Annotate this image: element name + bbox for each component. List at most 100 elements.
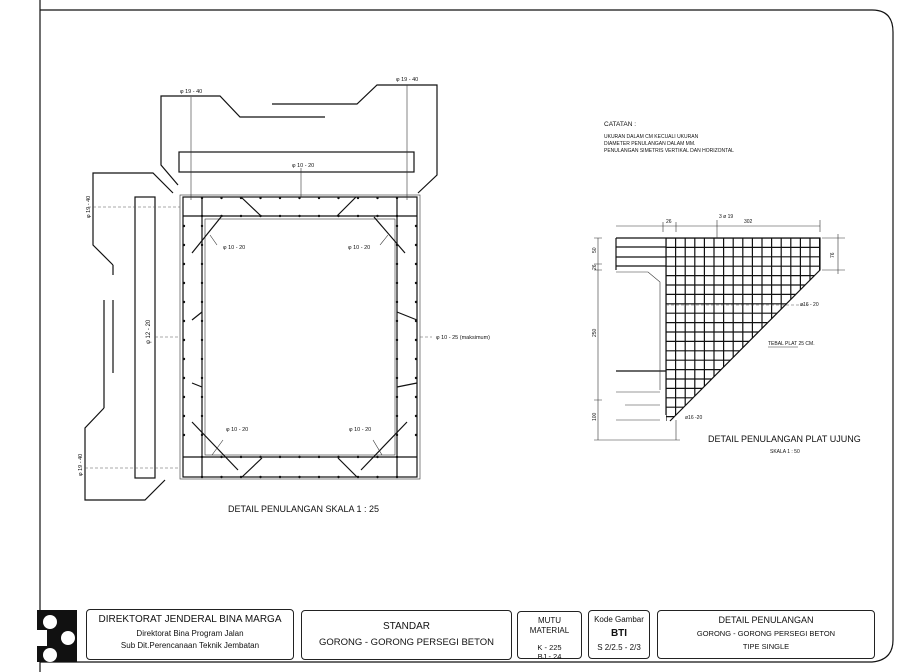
rebar-dot (337, 475, 340, 479)
rebar-dot (182, 338, 186, 342)
dim-left-b: 26 (592, 264, 598, 270)
title-block-standard: STANDAR GORONG - GORONG PERSEGI BETON (301, 610, 512, 660)
rebar-dot (317, 214, 321, 218)
org-line-1: Direktorat Bina Program Jalan (136, 628, 244, 638)
rebar-dot (317, 455, 321, 459)
rebar-dot (182, 300, 186, 304)
rebar-dot (395, 395, 399, 399)
rebar-dot (298, 455, 301, 459)
label-haunch-top-left: φ 10 - 20 (223, 245, 245, 251)
title-block-drawing: DETAIL PENULANGAN GORONG - GORONG PERSEG… (657, 610, 875, 659)
rebar-dot (395, 243, 399, 247)
rebar-dot (278, 196, 282, 200)
drawing-line-1: GORONG - GORONG PERSEGI BETON (696, 629, 836, 639)
notes-line-1: UKURAN DALAM CM KECUALI UKURAN (604, 134, 699, 140)
rebar-dot (414, 338, 418, 342)
label-top-left-bar: φ 19 - 40 (180, 89, 202, 95)
rebar-dot (414, 300, 418, 304)
main-detail-title: DETAIL PENULANGAN SKALA 1 : 25 (228, 504, 379, 514)
dim-top-b: 3 ø 19 (719, 214, 733, 220)
rebar-dot (414, 395, 418, 399)
rebar-dot (259, 455, 262, 459)
title-block-org: DIREKTORAT JENDERAL BINA MARGA Direktora… (86, 609, 294, 660)
rebar-dot (239, 455, 243, 459)
standard-title: STANDAR (382, 621, 431, 632)
rebar-dot (395, 376, 399, 380)
rebar-dot (395, 262, 399, 266)
rebar-dot (200, 357, 204, 361)
rebar-dot (200, 214, 204, 218)
rebar-dot (259, 214, 262, 218)
label-thickness: TEBAL PLAT 25 CM. (768, 341, 815, 347)
rebar-dot (200, 300, 204, 304)
rebar-dot (182, 357, 186, 361)
bina-marga-logo (37, 610, 77, 662)
rebar-dot (414, 243, 418, 247)
rebar-dot (414, 376, 418, 380)
dim-top-c: 302 (744, 219, 753, 225)
rebar-dot (220, 214, 223, 218)
rebar-dot (395, 196, 399, 200)
rebar-dot (182, 224, 186, 228)
plate-detail-scale: SKALA 1 : 50 (770, 449, 800, 455)
rebar-dot (220, 196, 223, 200)
rebar-dot (414, 414, 418, 418)
rebar-dot (200, 455, 204, 459)
label-haunch-bottom-right: φ 10 - 20 (349, 427, 371, 433)
label-wall-distribution: φ 10 - 25 (maksimum) (436, 335, 490, 341)
material-line-2: BJ - 24 (537, 652, 562, 662)
rebar-dot (376, 214, 379, 218)
rebar-dot (356, 196, 360, 200)
rebar-dot (337, 214, 340, 218)
rebar-dot (395, 357, 399, 361)
material-line-1: K - 225 (537, 643, 562, 652)
rebar-dot (278, 475, 282, 479)
rebar-dot (220, 475, 223, 479)
rebar-dot (395, 433, 399, 437)
top-bars (160, 84, 438, 200)
rebar-dot (239, 196, 243, 200)
rebar-dot (376, 196, 379, 200)
rebar-dot (395, 455, 399, 459)
code-number: S 2/2.5 - 2/3 (597, 642, 641, 652)
rebar-dot (414, 433, 418, 437)
plate-detail-title: DETAIL PENULANGAN PLAT UJUNG (708, 434, 861, 444)
rebar-dot (317, 475, 321, 479)
left-bars (84, 172, 432, 501)
drawing-title: DETAIL PENULANGAN (718, 615, 814, 625)
rebar-dot (182, 243, 186, 247)
rebar-dot (200, 395, 204, 399)
rebar-dot (200, 224, 204, 228)
dim-left-a: 50 (592, 247, 598, 253)
rebar-dot (337, 455, 340, 459)
rebar-dot (182, 281, 186, 285)
label-left-top-bar: φ 19 - 40 (86, 196, 92, 218)
rebar-dot (200, 376, 204, 380)
rebar-dot (395, 214, 399, 218)
rebar-dot (182, 319, 186, 323)
rebar-dot (317, 196, 321, 200)
label-bar-a: ø16 - 20 (800, 302, 819, 308)
dim-left-c: 250 (592, 328, 598, 337)
rebar-dot (356, 214, 360, 218)
label-haunch-bottom-left: φ 10 - 20 (226, 427, 248, 433)
rebar-dot (182, 414, 186, 418)
label-left-wall: φ 12 - 20 (146, 319, 152, 344)
rebar-dot (239, 214, 243, 218)
rebar-dot (182, 262, 186, 266)
rebar-dot (395, 281, 399, 285)
rebar-dot (376, 475, 379, 479)
code-title: Kode Gambar (594, 615, 644, 624)
label-left-bottom-bar: φ 19 - 40 (78, 454, 84, 476)
rebar-dot (200, 281, 204, 285)
code-value: BTI (610, 628, 628, 639)
rebar-dot (414, 319, 418, 323)
dim-right-a: 76 (830, 252, 836, 258)
rebar-dot (395, 319, 399, 323)
label-haunch-top-right: φ 10 - 20 (348, 245, 370, 251)
rebar-dot (200, 414, 204, 418)
rebar-dot (278, 214, 282, 218)
rebar-dot (200, 433, 204, 437)
dim-top-a: 26 (666, 219, 672, 225)
